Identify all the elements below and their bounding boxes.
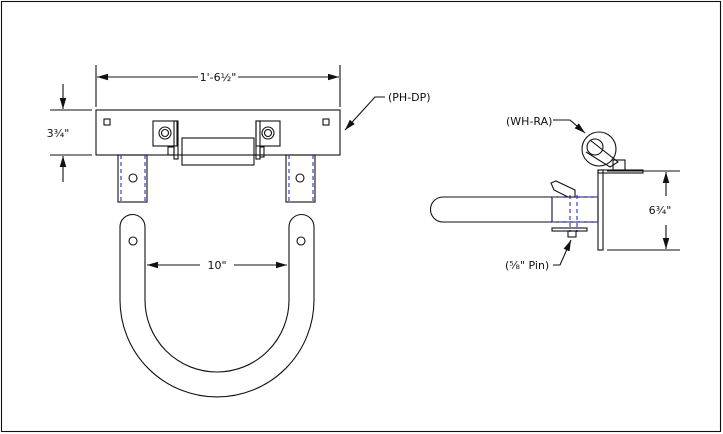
side-view: (WH-RA) (⅝" Pin) 6¾" <box>429 115 680 272</box>
wheel-callout: (WH-RA) <box>506 115 552 128</box>
pin-callout: (⅝" Pin) <box>505 259 549 272</box>
u-handle <box>119 213 315 398</box>
roller <box>181 137 255 166</box>
width-dimension: 1'-6½" <box>200 71 237 84</box>
wheel <box>581 131 617 167</box>
angle-bracket <box>597 169 604 251</box>
plate <box>95 109 341 156</box>
height-dimension: 3¾" <box>47 127 70 140</box>
front-view: 1'-6½" 3¾" (PH-DP) 10" <box>47 65 431 398</box>
plate-callout: (PH-DP) <box>388 91 431 104</box>
tube <box>429 196 552 223</box>
side-height-dimension: 6¾" <box>649 204 672 217</box>
handle-width-dimension: 10" <box>207 259 226 272</box>
